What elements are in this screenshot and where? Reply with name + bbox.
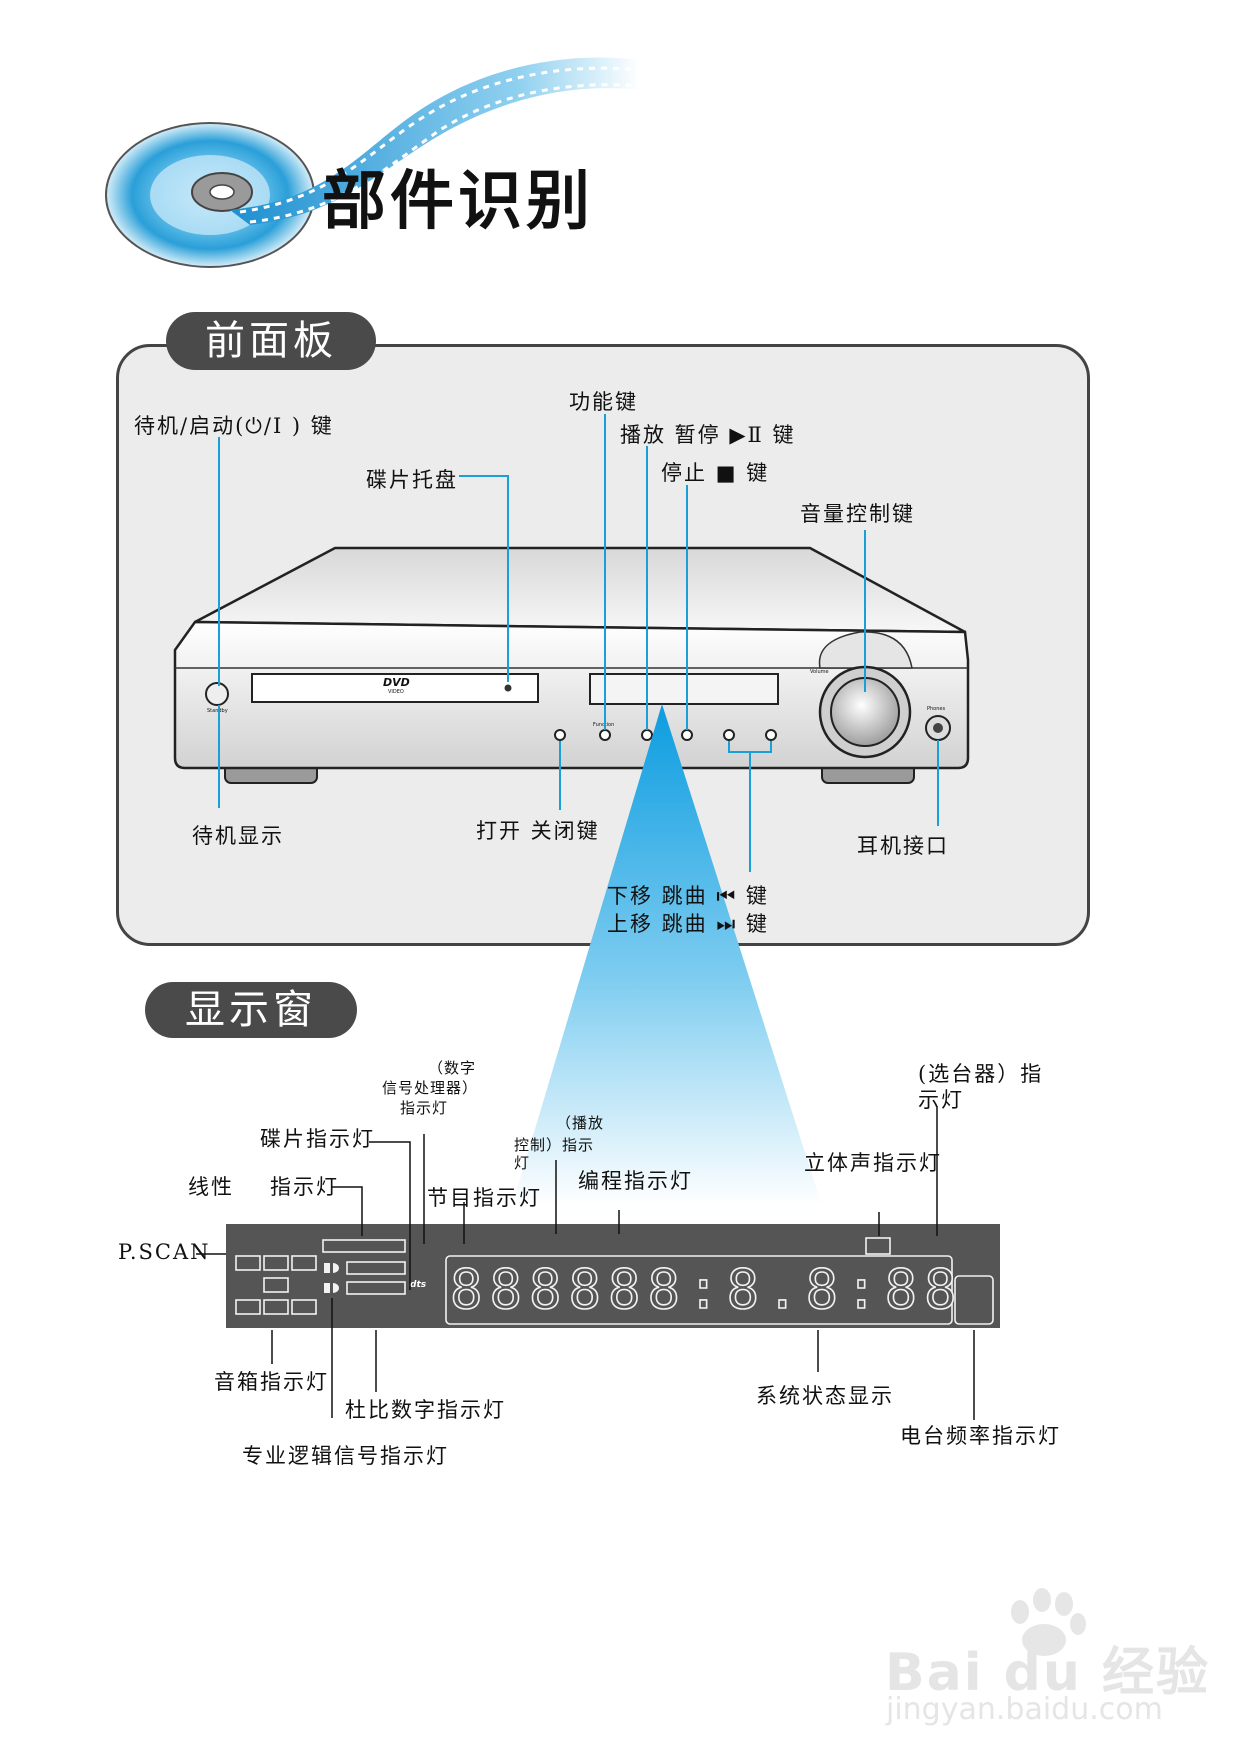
label-system-status: 系统状态显示 xyxy=(756,1384,894,1408)
dvd-player-illustration xyxy=(173,546,970,784)
standby-button xyxy=(205,682,229,706)
label-speaker-indicator: 音箱指示灯 xyxy=(214,1370,329,1394)
label-station-frequency-indicator: 电台频率指示灯 xyxy=(900,1424,1061,1448)
label-function-key: 功能键 xyxy=(569,390,638,414)
skip-forward-button xyxy=(765,729,777,741)
label-disc-tray: 碟片托盘 xyxy=(366,468,458,492)
header-graphic xyxy=(105,57,641,268)
label-disc-indicator: 碟片指示灯 xyxy=(260,1127,375,1151)
label-program-indicator: 节目指示灯 xyxy=(427,1186,542,1210)
watermark-url: jingyan.baidu.com xyxy=(886,1692,1163,1727)
label-pscan: P.SCAN xyxy=(118,1240,211,1264)
label-tuner-line2: 示灯 xyxy=(918,1088,964,1112)
label-dsp-line3: 指示灯 xyxy=(400,1099,449,1117)
label-linear: 线性 xyxy=(188,1175,234,1199)
label-playback-line2: 控制）指示 xyxy=(514,1136,595,1154)
label-stop-key: 停止 ■ 键 xyxy=(661,461,770,485)
label-open-close-key: 打开 关闭键 xyxy=(476,819,600,843)
label-play-pause-key: 播放 暂停 ▶Ⅱ 键 xyxy=(620,423,796,447)
label-stereo-indicator: 立体声指示灯 xyxy=(804,1151,942,1175)
display-window-slot xyxy=(589,673,779,705)
film-strip-icon xyxy=(230,57,641,225)
label-playback-line3: 灯 xyxy=(514,1154,531,1172)
label-pro-logic-indicator: 专业逻辑信号指示灯 xyxy=(242,1444,449,1468)
label-playback-line1: （播放 xyxy=(556,1114,605,1132)
function-tiny-label: Function xyxy=(593,722,615,728)
label-volume-control: 音量控制键 xyxy=(800,502,915,526)
watermark-brand: Bai du 经验 xyxy=(885,1643,1210,1703)
label-programming-indicator: 编程指示灯 xyxy=(578,1169,693,1193)
standby-tiny-label: Standby xyxy=(207,708,228,714)
open-close-button xyxy=(554,729,566,741)
dvd-logo: DVD xyxy=(383,676,410,689)
label-dsp-line1: （数字 xyxy=(428,1059,477,1077)
phones-tiny-label: Phones xyxy=(927,706,946,712)
label-dsp-line2: 信号处理器） xyxy=(382,1079,479,1097)
label-standby-on-key: 待机/启动(⏻/Ⅰ ) 键 xyxy=(134,414,334,438)
section-front-panel: 前面板 xyxy=(166,312,376,370)
label-headphone-jack: 耳机接口 xyxy=(857,834,949,858)
label-linear-indicator: 指示灯 xyxy=(270,1175,339,1199)
label-dolby-digital-indicator: 杜比数字指示灯 xyxy=(345,1398,506,1422)
label-skip-down-key: 下移 跳曲 ⏮ 键 xyxy=(607,884,769,908)
label-standby-indicator: 待机显示 xyxy=(192,824,284,848)
label-tuner-line1: (选台器）指 xyxy=(918,1062,1044,1086)
display-digits: 888888:8.8:88 xyxy=(449,1257,964,1322)
front-callout-lines xyxy=(218,414,939,872)
label-skip-up-key: 上移 跳曲 ⏭ 键 xyxy=(607,912,769,936)
section-display-window: 显示窗 xyxy=(145,982,357,1038)
display-panel xyxy=(226,1224,1000,1328)
dts-logo: dts xyxy=(410,1280,427,1290)
disc-tray-slot xyxy=(251,673,539,703)
dvd-sub-logo: VIDEO xyxy=(388,689,404,695)
page-title: 部件识别 xyxy=(322,164,594,239)
volume-tiny-label: Volume xyxy=(810,669,829,675)
skip-back-button xyxy=(723,729,735,741)
